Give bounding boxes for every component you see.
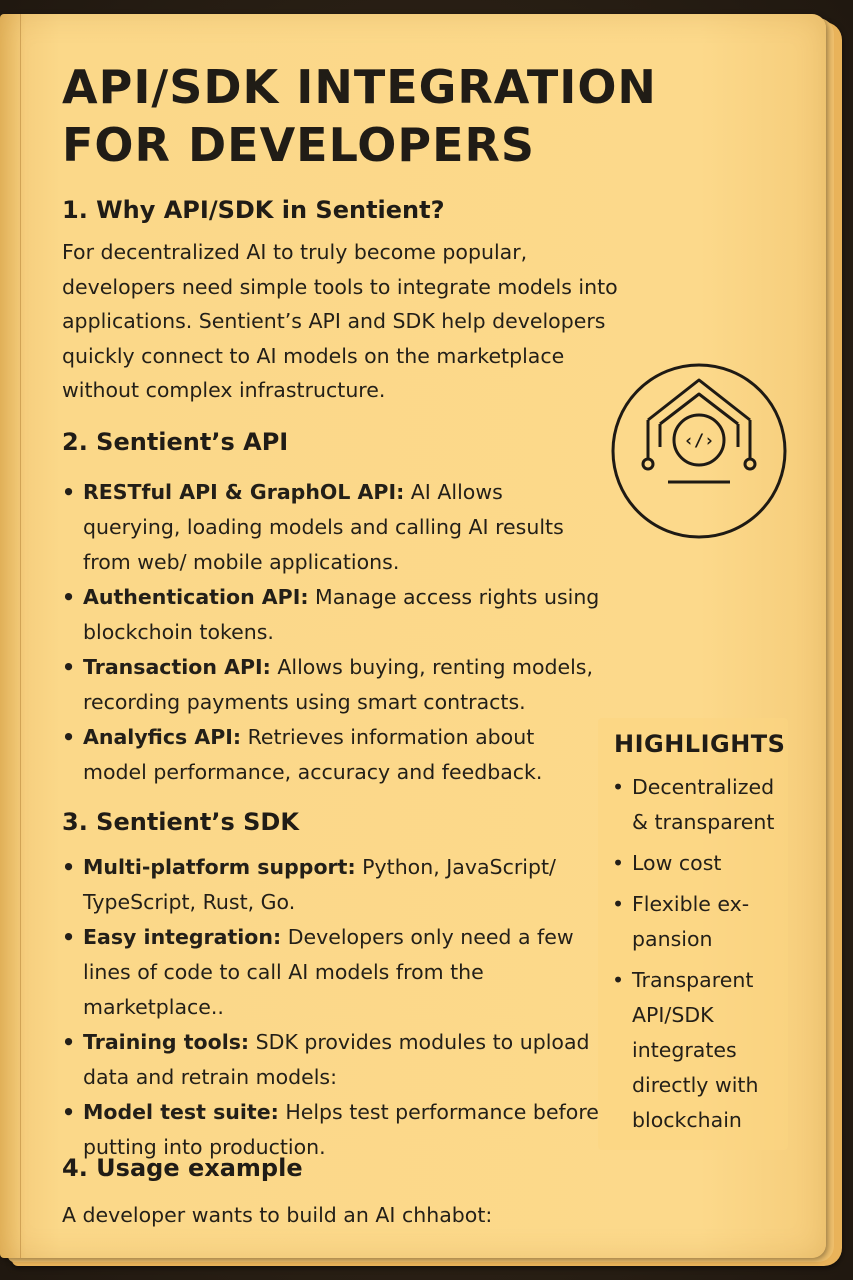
api-list-item: •Transaction API: Allows buying, renting… [62, 655, 594, 714]
api-list-item: •Analyfics API: Retrieves information ab… [62, 725, 543, 784]
highlights-list: •Decentralized & transparent •Low cost •… [612, 770, 784, 1144]
api-list-item: •RESTful API & GraphOL API: AI Allows qu… [62, 480, 564, 574]
api-item-desc: Manage access rights using blockchoin to… [83, 585, 600, 644]
section-4-heading: 4. Usage example [62, 1154, 303, 1182]
sdk-list-item: •Multi-platform support: Python, JavaScr… [62, 855, 556, 914]
page-title: API/SDK INTEGRATION FOR DEVELOPERS [62, 58, 682, 174]
sdk-list-item: •Training tools: SDK provides modules to… [62, 1030, 590, 1089]
highlight-text: Decentralized & transparent [632, 775, 775, 834]
sdk-item-term: Multi-platform support: [83, 855, 356, 879]
highlights-title: HIGHLIGHTS [614, 730, 786, 758]
api-item-term: Analyfics API: [83, 725, 242, 749]
sdk-item-term: Easy integration: [83, 925, 282, 949]
sdk-item-term: Model test suite: [83, 1100, 279, 1124]
sdk-list: •Multi-platform support: Python, JavaScr… [62, 850, 602, 1165]
sdk-item-desc: Helps test performance before putting in… [83, 1100, 599, 1159]
highlight-item: •Flexible ex-pansion [612, 892, 750, 951]
highlight-item: •Transparent API/SDK integrates directly… [612, 968, 759, 1132]
highlight-text: Low cost [632, 851, 722, 875]
sdk-item-desc: SDK provides modules to upload data and … [83, 1030, 590, 1089]
section-3-heading: 3. Sentient’s SDK [62, 808, 299, 836]
sdk-list-item: •Model test suite: Helps test performanc… [62, 1100, 599, 1159]
api-list: •RESTful API & GraphOL API: AI Allows qu… [62, 475, 602, 790]
sdk-item-desc: Python, JavaScript/ TypeScript, Rust, Go… [83, 855, 556, 914]
api-item-term: Authentication API: [83, 585, 309, 609]
api-item-desc: Allows buying, renting models, recording… [83, 655, 594, 714]
api-item-term: RESTful API & GraphOL API: [83, 480, 405, 504]
api-item-term: Transaction API: [83, 655, 271, 679]
icon-glyph: ‹/› [684, 431, 715, 451]
sdk-item-term: Training tools: [83, 1030, 250, 1054]
page-spine [20, 14, 21, 1258]
highlight-text: Flexible ex-pansion [632, 892, 750, 951]
section-4-body: A developer wants to build an AI chhabot… [62, 1203, 493, 1227]
sdk-item-desc: Developers only need a few lines of code… [83, 925, 574, 1019]
highlight-item: •Low cost [612, 851, 722, 875]
title-line-1: API/SDK INTEGRATION [62, 60, 657, 114]
section-1-body: For decentralized AI to truly become pop… [62, 240, 618, 402]
api-item-desc: Retrieves information about model perfor… [83, 725, 543, 784]
highlight-text: Transparent API/SDK integrates directly … [632, 968, 759, 1132]
section-2-heading: 2. Sentient’s API [62, 428, 289, 456]
highlight-item: •Decentralized & transparent [612, 775, 775, 834]
title-line-2: FOR DEVELOPERS [62, 118, 536, 172]
section-1-heading: 1. Why API/SDK in Sentient? [62, 196, 445, 224]
api-list-item: •Authentication API: Manage access right… [62, 585, 600, 644]
sdk-list-item: •Easy integration: Developers only need … [62, 925, 574, 1019]
code-house-icon: ‹/› [610, 362, 788, 540]
api-item-desc: AI Allows querying, loading models and c… [83, 480, 564, 574]
highlights-box: HIGHLIGHTS •Decentralized & transparent … [598, 718, 788, 1150]
